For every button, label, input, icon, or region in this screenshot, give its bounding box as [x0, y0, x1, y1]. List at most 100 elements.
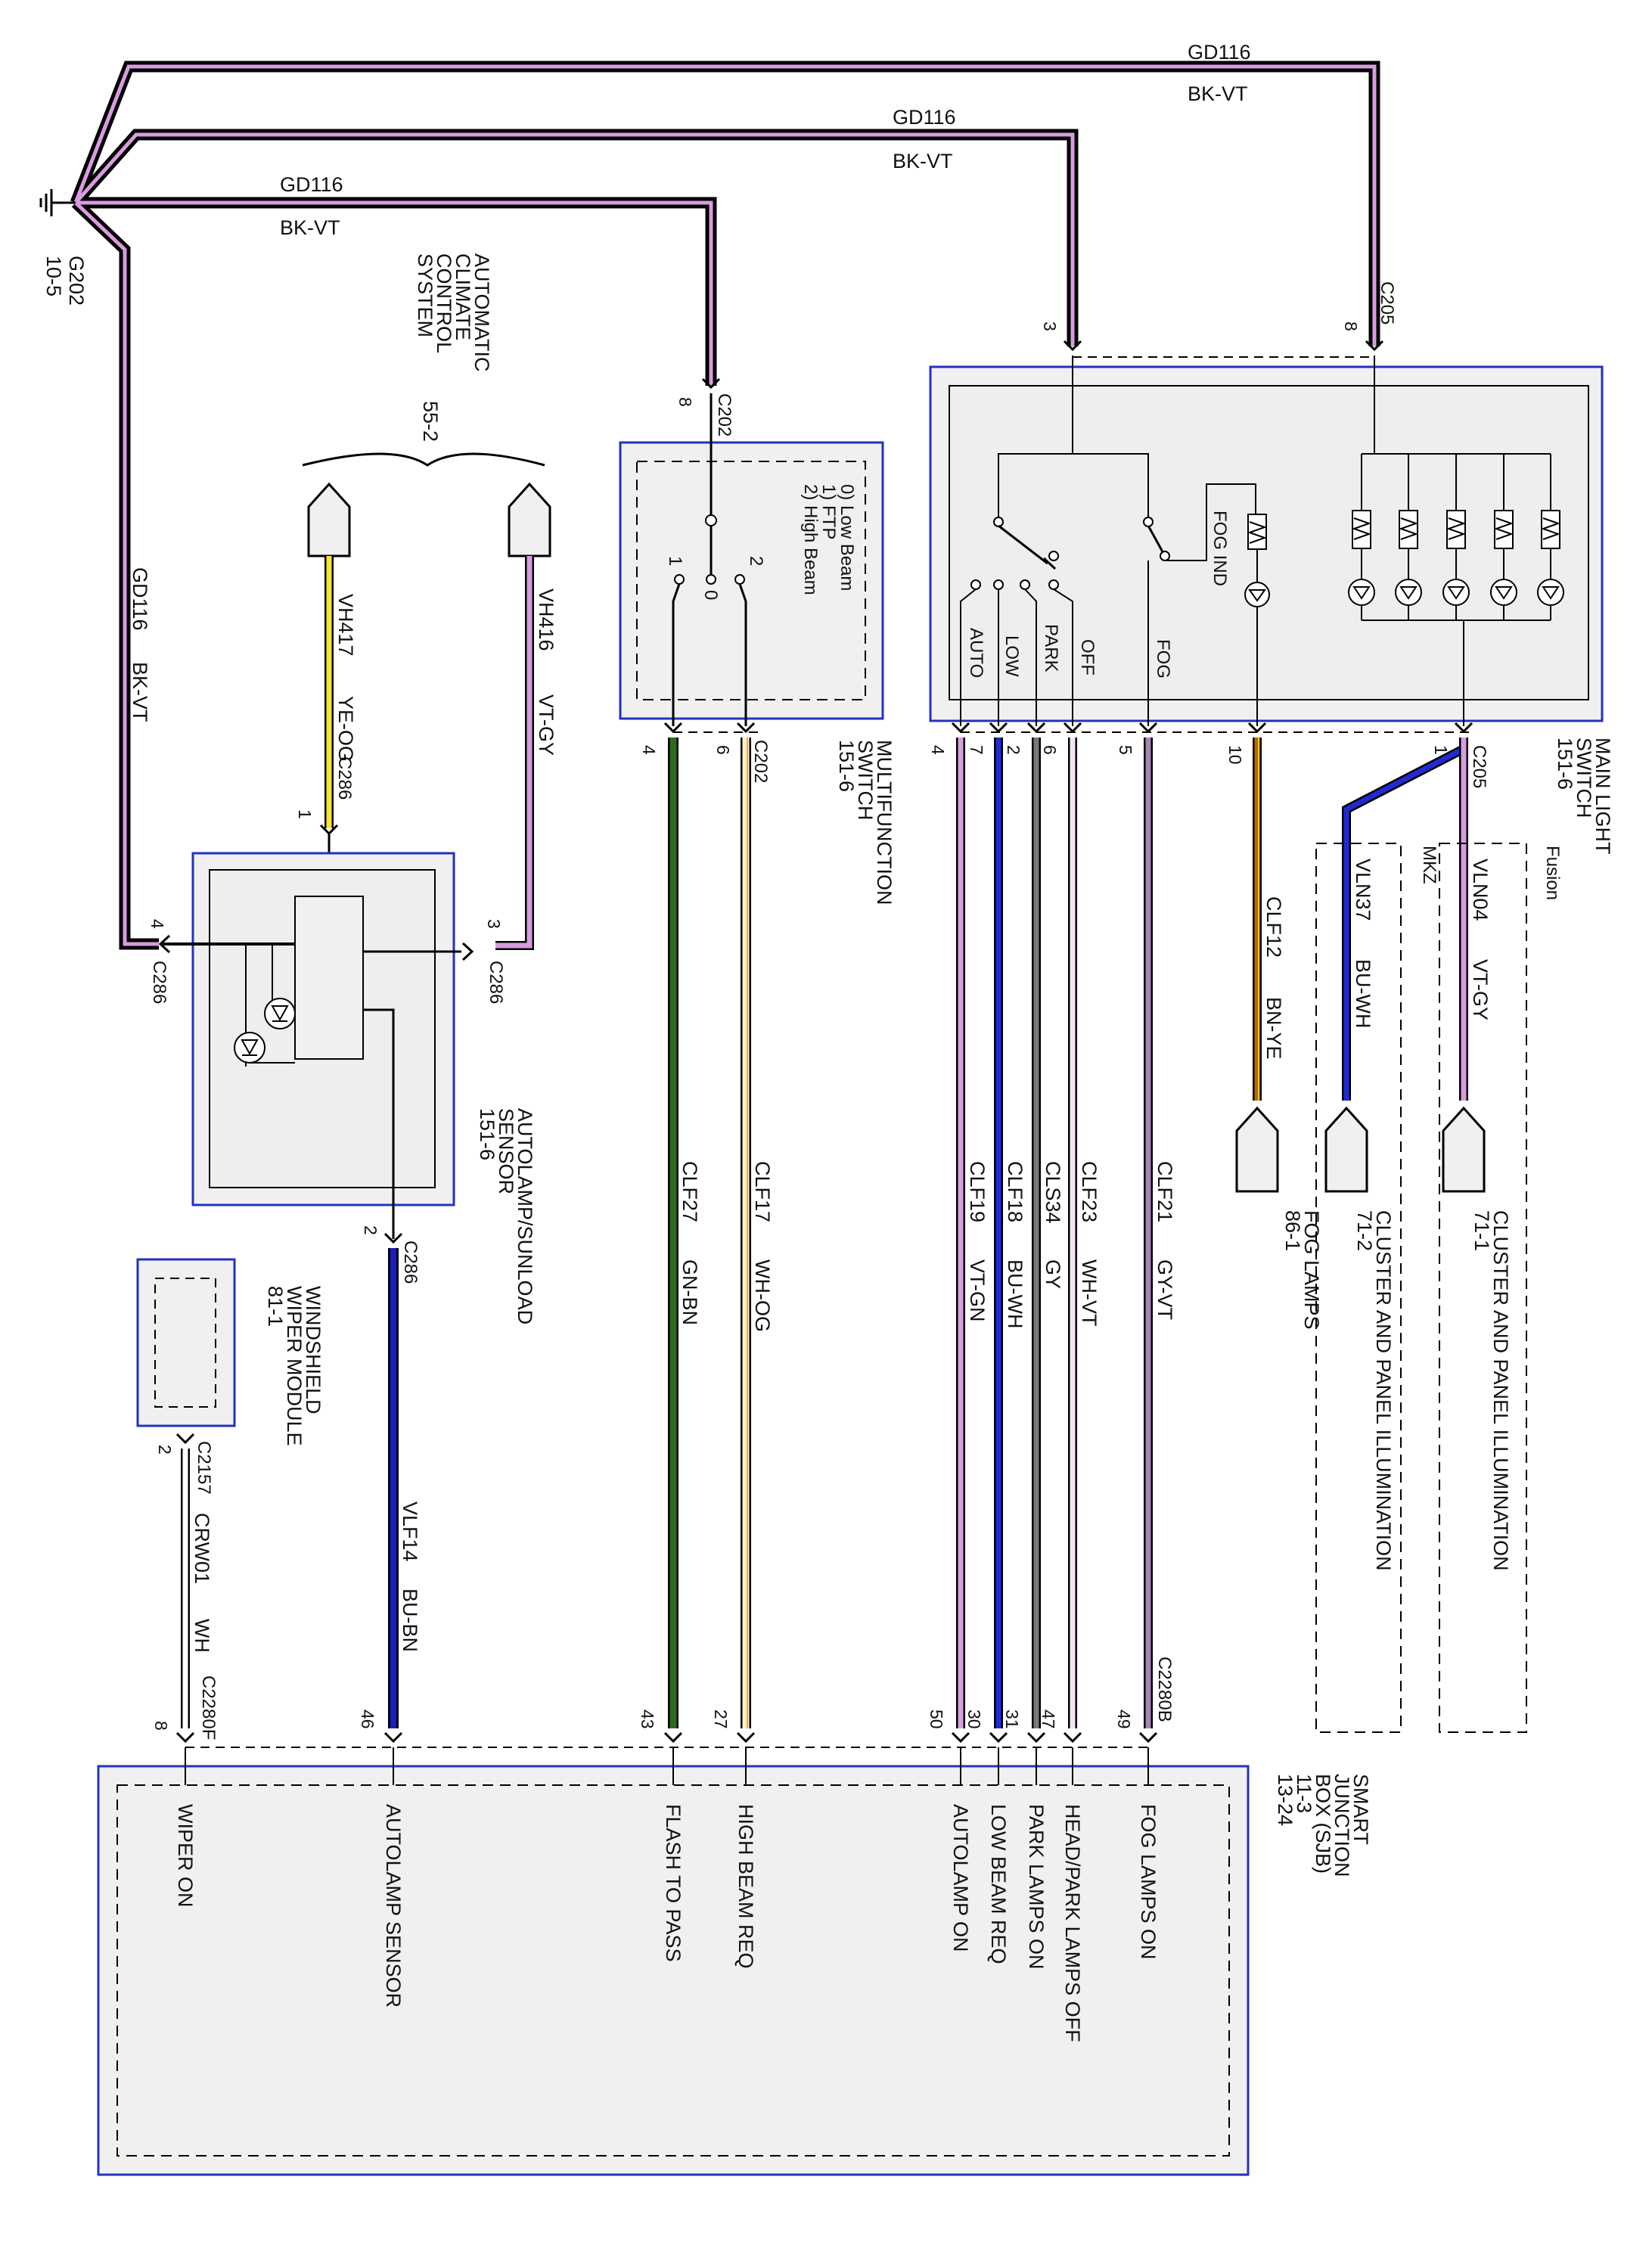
- svg-text:0: 0: [700, 590, 721, 600]
- svg-text:27: 27: [711, 1709, 731, 1729]
- svg-text:4: 4: [639, 745, 659, 755]
- wire-vh417: VH417 YE-OG: [324, 556, 357, 828]
- svg-text:FOG IND: FOG IND: [1210, 511, 1230, 586]
- svg-text:13-24: 13-24: [1274, 1774, 1296, 1826]
- svg-text:71-1: 71-1: [1470, 1210, 1493, 1251]
- svg-text:AUTOLAMP/SUNLOAD: AUTOLAMP/SUNLOAD: [514, 1108, 536, 1324]
- svg-text:GY-VT: GY-VT: [1154, 1259, 1176, 1320]
- svg-text:WH-VT: WH-VT: [1078, 1259, 1101, 1326]
- svg-text:2: 2: [155, 1445, 175, 1455]
- svg-text:BU-WH: BU-WH: [1004, 1259, 1026, 1328]
- svg-text:C286: C286: [149, 961, 169, 1004]
- svg-text:SWITCH: SWITCH: [854, 740, 877, 820]
- svg-text:2: 2: [746, 556, 766, 566]
- wire-color-label: BK-VT: [1188, 82, 1248, 105]
- svg-text:2: 2: [361, 1225, 380, 1235]
- svg-text:47: 47: [1039, 1709, 1058, 1729]
- svg-text:LOW BEAM REQ: LOW BEAM REQ: [987, 1804, 1010, 1964]
- svg-text:49: 49: [1114, 1709, 1134, 1729]
- svg-text:LOW: LOW: [1001, 635, 1022, 677]
- svg-text:3: 3: [484, 919, 504, 929]
- svg-text:BU-WH: BU-WH: [1352, 959, 1374, 1028]
- main-light-switch: AUTO LOW PARK OFF FOG FOG IND: [929, 356, 1614, 855]
- svg-text:C202: C202: [750, 740, 771, 783]
- svg-text:MKZ: MKZ: [1419, 846, 1439, 884]
- svg-text:CLF19: CLF19: [966, 1161, 989, 1222]
- ground-symbol-icon: [39, 189, 76, 216]
- svg-text:43: 43: [638, 1709, 657, 1729]
- smart-junction-box: SMART JUNCTION BOX (SJB) 11-3 13-24 WIPE…: [97, 1747, 1372, 2176]
- svg-text:OFF: OFF: [1077, 639, 1098, 675]
- svg-text:1) FTP: 1) FTP: [818, 484, 839, 539]
- svg-text:WIPER ON: WIPER ON: [174, 1804, 197, 1908]
- svg-text:C286: C286: [400, 1241, 421, 1284]
- svg-text:CLF17: CLF17: [751, 1161, 774, 1222]
- svg-text:PARK: PARK: [1041, 624, 1061, 672]
- svg-text:SENSOR: SENSOR: [495, 1108, 517, 1194]
- connector-c286-pin2: C286 2: [361, 1225, 421, 1284]
- svg-text:VT-GY: VT-GY: [1469, 959, 1492, 1020]
- connector-c205-pin3: 3: [1040, 321, 1082, 351]
- svg-text:YE-OG: YE-OG: [334, 696, 357, 762]
- connector-c202-top: C202 8: [675, 377, 734, 436]
- svg-text:0) Low Beam: 0) Low Beam: [837, 484, 857, 591]
- wire-clf18: CLF18 BU-WH: [994, 738, 1026, 1728]
- ground-loc: 10-5: [42, 256, 65, 297]
- svg-text:JUNCTION: JUNCTION: [1331, 1774, 1353, 1877]
- wire-vh416: VH416 VT-GY: [495, 556, 557, 950]
- wire-vlf14: VLF14 BU-BN: [388, 1248, 421, 1728]
- svg-text:2) High Beam: 2) High Beam: [800, 484, 821, 595]
- svg-text:10: 10: [1225, 745, 1245, 765]
- svg-text:AUTOLAMP SENSOR: AUTOLAMP SENSOR: [382, 1804, 405, 2008]
- svg-text:C2280F: C2280F: [198, 1675, 219, 1740]
- svg-text:VH416: VH416: [535, 588, 557, 651]
- svg-text:50: 50: [927, 1709, 946, 1729]
- svg-text:81-1: 81-1: [264, 1286, 287, 1327]
- ground-id: G202: [65, 256, 88, 306]
- fog-lamps: FOG LAMPS 86-1: [1235, 1106, 1323, 1330]
- svg-text:6: 6: [1040, 745, 1060, 755]
- svg-text:C2157: C2157: [194, 1441, 214, 1495]
- svg-text:CLS34: CLS34: [1042, 1161, 1064, 1224]
- wire-label: GD116: [280, 173, 343, 196]
- svg-text:VT-GY: VT-GY: [535, 694, 557, 756]
- svg-text:CLUSTER AND PANEL ILLUMINATION: CLUSTER AND PANEL ILLUMINATION: [1489, 1210, 1512, 1571]
- svg-text:CRW01: CRW01: [191, 1513, 213, 1584]
- svg-text:SMART: SMART: [1349, 1774, 1372, 1845]
- wire-vln37: VLN37 BU-WH: [1342, 744, 1466, 1101]
- svg-text:CLF23: CLF23: [1078, 1161, 1101, 1222]
- svg-text:3: 3: [1040, 321, 1060, 331]
- svg-text:CLIMATE: CLIMATE: [452, 253, 474, 340]
- wire-label: GD116: [893, 106, 956, 129]
- svg-text:5: 5: [1116, 745, 1135, 755]
- svg-text:SWITCH: SWITCH: [1573, 738, 1595, 818]
- svg-text:7: 7: [967, 745, 986, 755]
- svg-text:VT-GN: VT-GN: [966, 1259, 989, 1322]
- wire-color-label: BK-VT: [893, 150, 953, 172]
- svg-text:CLF21: CLF21: [1154, 1161, 1176, 1222]
- svg-text:CLF12: CLF12: [1262, 896, 1285, 958]
- svg-text:SYSTEM: SYSTEM: [414, 253, 436, 337]
- svg-text:151-6: 151-6: [835, 740, 858, 792]
- svg-text:BN-YE: BN-YE: [1262, 997, 1285, 1060]
- svg-text:BU-BN: BU-BN: [399, 1588, 421, 1652]
- svg-text:1: 1: [665, 556, 685, 566]
- svg-text:86-1: 86-1: [1281, 1210, 1304, 1251]
- ground-wires: [70, 61, 1380, 950]
- wire-clf21: CLF21 GY-VT: [1144, 738, 1176, 1728]
- svg-text:151-6: 151-6: [476, 1108, 498, 1160]
- wire-clf27: CLF27 GN-BN: [668, 738, 701, 1728]
- wire-label: GD116: [129, 567, 151, 631]
- illumination-bank: [1348, 454, 1564, 726]
- svg-text:CLUSTER AND PANEL ILLUMINATION: CLUSTER AND PANEL ILLUMINATION: [1372, 1210, 1395, 1571]
- connector-c2157: C2157 2: [155, 1433, 214, 1495]
- svg-text:31: 31: [1002, 1709, 1022, 1729]
- svg-text:C286: C286: [486, 961, 506, 1004]
- svg-text:6: 6: [713, 745, 733, 755]
- connector-c205-pin8: C205 8: [1341, 281, 1397, 351]
- wire-clf12: CLF12 BN-YE: [1253, 738, 1285, 1101]
- wire-clf19: CLF19 VT-GN: [956, 738, 989, 1728]
- svg-text:C286: C286: [334, 756, 355, 800]
- svg-text:1: 1: [1431, 745, 1451, 755]
- svg-text:CLF27: CLF27: [678, 1161, 701, 1222]
